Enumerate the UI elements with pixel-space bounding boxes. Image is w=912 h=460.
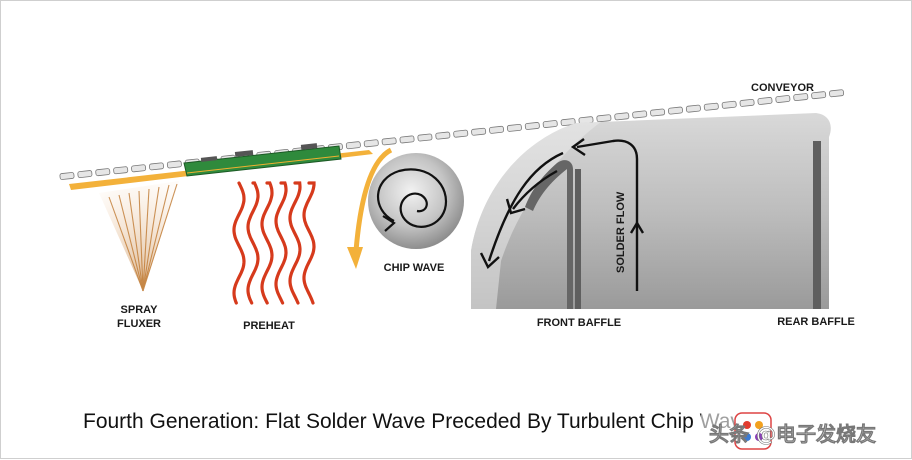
conveyor-link: [596, 114, 612, 123]
conveyor-link: [399, 135, 415, 144]
chip-wave: [368, 153, 464, 249]
conveyor-link: [775, 95, 791, 103]
conveyor-link: [829, 89, 845, 98]
conveyor-link: [363, 139, 379, 148]
conveyor-link: [489, 125, 505, 134]
conveyor-link: [721, 100, 737, 109]
conveyor-link: [113, 166, 129, 175]
conveyor-link: [650, 108, 666, 117]
conveyor-link: [166, 160, 182, 169]
diagram-caption: Fourth Generation: Flat Solder Wave Prec…: [83, 410, 753, 433]
flux-drip-arrow: [353, 147, 393, 252]
label-front-baffle: FRONT BAFFLE: [537, 317, 621, 329]
conveyor-link: [524, 122, 540, 130]
conveyor-link: [435, 131, 451, 140]
heat-wave-line: [232, 181, 246, 305]
spray-fluxer: [99, 181, 179, 292]
conveyor-link: [668, 106, 683, 115]
heat-wave-line: [274, 181, 288, 305]
conveyor-link: [77, 170, 93, 179]
watermark-logo: [734, 412, 772, 450]
conveyor-link: [417, 133, 433, 142]
rear-baffle: [813, 141, 821, 309]
solder-flow-arrows: [479, 138, 645, 291]
heat-wave-line: [288, 181, 302, 305]
solder-wave: [471, 113, 831, 309]
conveyor-link: [506, 123, 522, 132]
conveyor-link: [632, 110, 648, 119]
label-spray: SPRAY: [121, 304, 159, 316]
label-solder-flow: SOLDER FLOW: [615, 191, 627, 273]
conveyor-link: [614, 112, 630, 121]
conveyor-link: [131, 164, 147, 173]
preheat-waves: [232, 181, 316, 305]
conveyor-link: [560, 118, 576, 127]
conveyor-link: [345, 141, 361, 150]
label-rear-baffle: REAR BAFFLE: [777, 316, 855, 328]
conveyor-link: [811, 91, 827, 100]
conveyor-link: [793, 93, 809, 102]
conveyor-link: [703, 102, 719, 111]
label-conveyor: CONVEYOR: [751, 82, 814, 94]
conveyor-link: [453, 129, 469, 138]
heat-wave-line: [260, 181, 274, 305]
conveyor-link: [381, 137, 397, 146]
conveyor-link: [59, 172, 75, 180]
conveyor-link: [149, 162, 164, 171]
conveyor-link: [542, 120, 558, 128]
conveyor-link: [471, 127, 487, 136]
heat-wave-line: [302, 181, 316, 305]
label-chip-wave: CHIP WAVE: [384, 262, 445, 274]
conveyor-link: [685, 104, 701, 113]
label-preheat: PREHEAT: [243, 320, 295, 332]
conveyor-link: [95, 168, 111, 177]
conveyor-link: [757, 97, 773, 105]
label-fluxer: FLUXER: [117, 318, 161, 330]
conveyor-link: [739, 98, 755, 107]
heat-wave-line: [246, 181, 260, 305]
front-baffle: [525, 160, 573, 309]
circuit-board: [183, 143, 342, 177]
watermark-text: 头条 @电子发烧友: [709, 422, 876, 446]
